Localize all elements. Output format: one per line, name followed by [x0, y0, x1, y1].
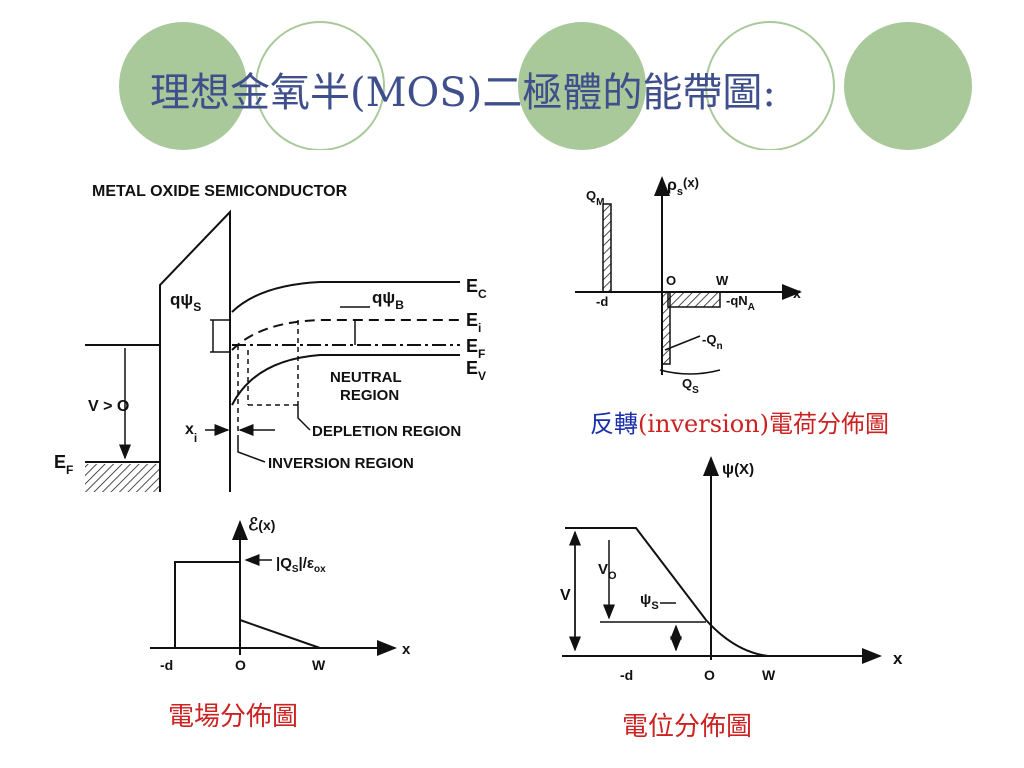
- svg-text:-qNA: -qNA: [726, 293, 755, 313]
- caption-lead: 反轉: [590, 410, 638, 438]
- field-diagram: [150, 520, 397, 656]
- svg-text:EV: EV: [466, 358, 486, 383]
- band-diagram: METAL OXIDE SEMICONDUCTOR: [85, 183, 460, 492]
- svg-text:O: O: [666, 273, 676, 288]
- svg-text:qψB: qψB: [372, 288, 404, 312]
- svg-text:ψ(X): ψ(X): [722, 461, 754, 478]
- field-caption: 電場分佈圖: [168, 702, 299, 732]
- svg-text:DEPLETION REGION: DEPLETION REGION: [312, 423, 461, 440]
- svg-text:W: W: [312, 657, 326, 673]
- caption-paren: (inversion): [638, 410, 769, 438]
- field-labels: ℰ(x) |QS|/εox -d O W x: [160, 515, 411, 673]
- charge-diagram: [575, 176, 802, 375]
- svg-text:W: W: [716, 273, 729, 288]
- potential-diagram: [562, 456, 882, 664]
- svg-text:x: x: [793, 285, 801, 301]
- band-header: METAL OXIDE SEMICONDUCTOR: [92, 183, 348, 200]
- decorative-circles: [0, 21, 1024, 160]
- svg-text:VO: VO: [598, 561, 617, 582]
- svg-text:EF: EF: [466, 336, 485, 361]
- potential-labels: ψ(X) V VO ψS -d O W x: [560, 461, 903, 683]
- ei-curve: [231, 319, 460, 351]
- svg-text:x: x: [402, 641, 411, 658]
- svg-text:-d: -d: [620, 667, 633, 683]
- svg-text:ψS: ψS: [640, 591, 659, 612]
- svg-text:|QS|/εox: |QS|/εox: [276, 555, 326, 575]
- svg-text:W: W: [762, 667, 776, 683]
- svg-text:REGION: REGION: [340, 387, 399, 404]
- decor-circle-3: [518, 22, 646, 150]
- caption-tail: 電荷分佈圖: [769, 410, 889, 438]
- potential-caption: 電位分佈圖: [622, 712, 753, 742]
- svg-text:EF: EF: [54, 452, 73, 477]
- svg-text:NEUTRAL: NEUTRAL: [330, 369, 402, 386]
- decor-circle-5: [844, 22, 972, 150]
- ec-curve: [231, 281, 460, 313]
- svg-text:EC: EC: [466, 276, 487, 301]
- svg-text:QS: QS: [682, 376, 699, 396]
- svg-text:-Qn: -Qn: [702, 332, 723, 352]
- slide-title: 理想金氧半(MOS)二極體的能帶圖:: [150, 70, 776, 116]
- svg-text:O: O: [704, 667, 715, 683]
- svg-text:qψS: qψS: [170, 290, 201, 314]
- svg-text:-d: -d: [160, 657, 173, 673]
- charge-labels: ρs(x) QM O W -d x -qNA -Qn QS: [586, 175, 801, 396]
- svg-text:QM: QM: [586, 188, 604, 208]
- svg-text:x: x: [893, 649, 903, 668]
- svg-text:O: O: [235, 657, 246, 673]
- svg-text:ρs(x): ρs(x): [667, 175, 699, 198]
- svg-text:INVERSION REGION: INVERSION REGION: [268, 455, 414, 472]
- svg-text:ℰ(x): ℰ(x): [248, 515, 275, 534]
- band-labels: EC Ei EF EV EF qψS qψB V > O xi NEUTRAL …: [54, 276, 487, 477]
- svg-text:V > O: V > O: [88, 398, 129, 415]
- svg-text:V: V: [560, 587, 571, 604]
- svg-text:Ei: Ei: [466, 310, 481, 335]
- charge-caption: 反轉(inversion)電荷分佈圖: [590, 404, 889, 439]
- svg-text:-d: -d: [596, 294, 608, 309]
- svg-text:xi: xi: [185, 421, 197, 445]
- decor-circle-1: [119, 22, 247, 150]
